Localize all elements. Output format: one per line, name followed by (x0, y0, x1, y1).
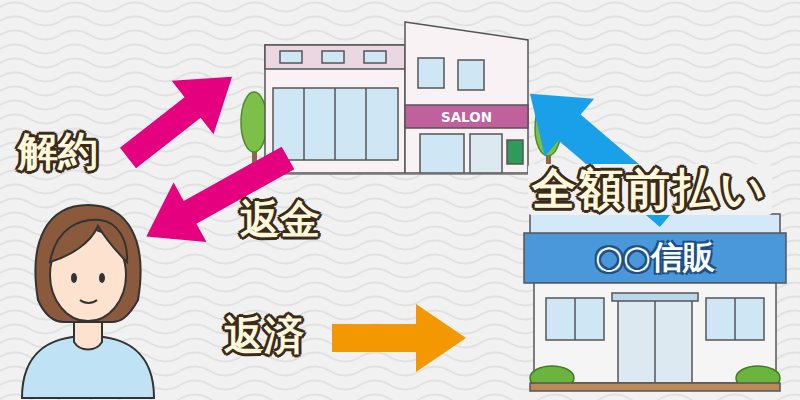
credit-building (524, 214, 786, 391)
arrow-label: 返済 (224, 312, 304, 358)
cancel-arrow (107, 50, 253, 185)
sign-text: SALON (405, 105, 528, 128)
building: ○○信販 (522, 214, 788, 390)
building: SALON (262, 18, 530, 176)
company-name: ○○信販 (524, 233, 786, 283)
edge-label: 全額前払い (528, 164, 772, 215)
woman-figure (22, 205, 154, 398)
salon-building (240, 22, 565, 174)
repay-arrow (332, 304, 466, 372)
arrow-label: 解約 (18, 128, 98, 174)
arrow-label: 返金 (240, 196, 320, 242)
